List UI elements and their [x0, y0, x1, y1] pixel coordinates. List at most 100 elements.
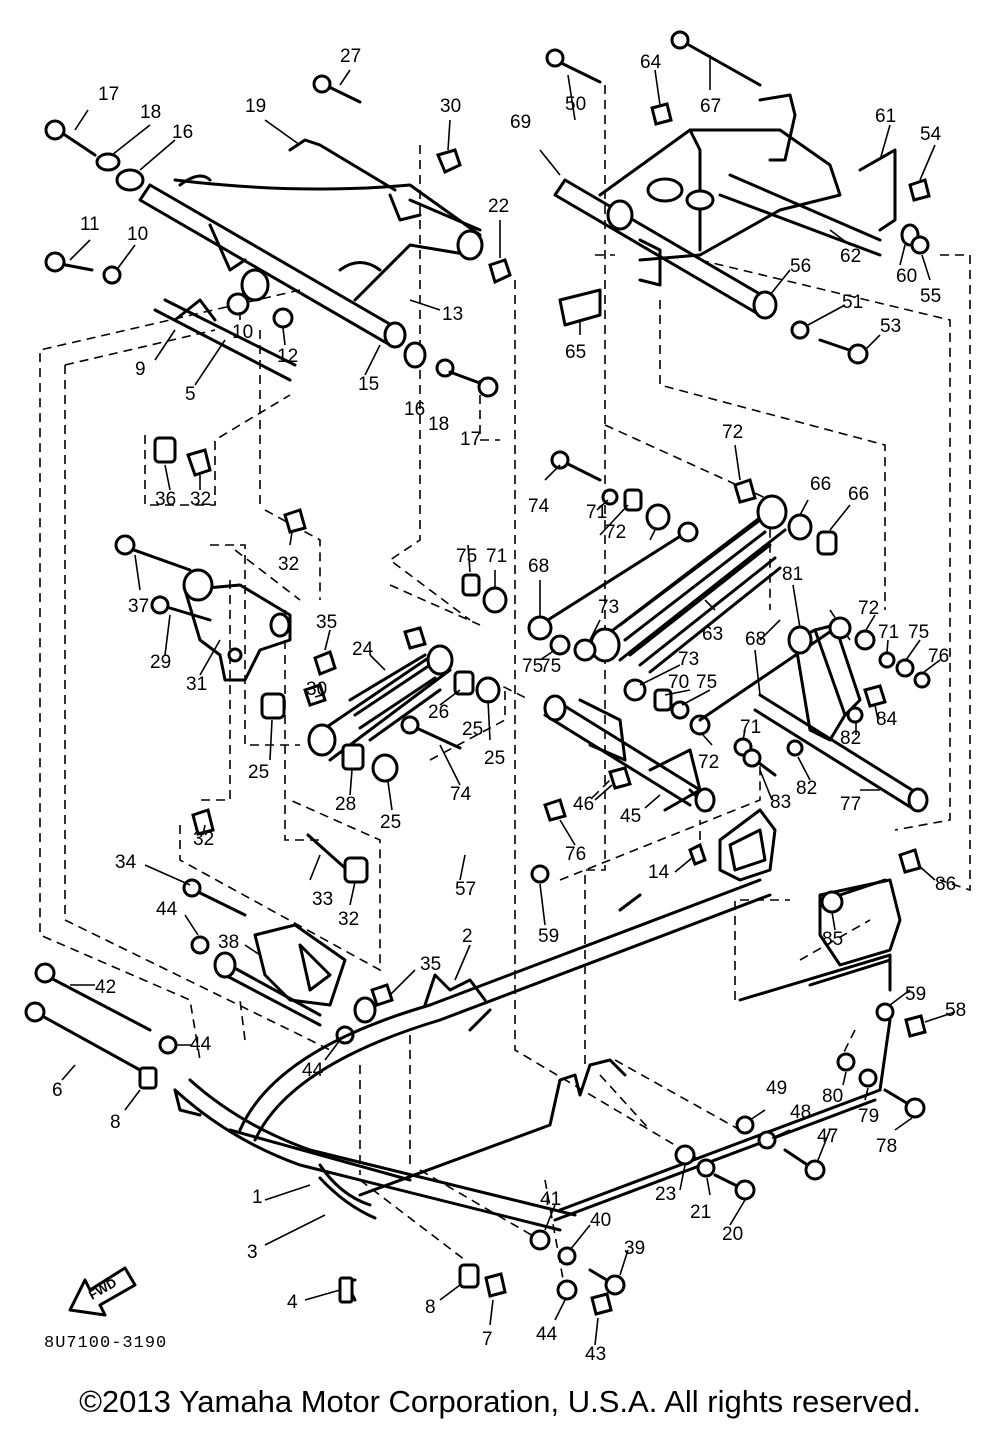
callout-28: 28 [335, 794, 356, 815]
copyright-notice: ©2013 Yamaha Motor Corporation, U.S.A. A… [79, 1384, 921, 1419]
callout-19: 19 [245, 96, 266, 117]
rear-arm-38 [182, 833, 394, 1045]
callout-36: 36 [155, 489, 176, 510]
callout-75: 75 [908, 622, 929, 643]
callout-34: 34 [115, 852, 137, 873]
callout-2: 2 [462, 926, 473, 947]
callout-26: 26 [428, 702, 449, 723]
callout-77: 77 [840, 794, 861, 815]
callout-17: 17 [460, 429, 481, 450]
callout-39: 39 [624, 1238, 645, 1259]
callout-71: 71 [586, 502, 607, 523]
callout-30: 30 [306, 679, 327, 700]
callout-25: 25 [248, 762, 269, 783]
callout-75: 75 [522, 656, 543, 677]
callout-74: 74 [528, 496, 550, 517]
callout-22: 22 [488, 196, 509, 217]
callout-56: 56 [790, 256, 811, 277]
callout-leaders [61, 55, 956, 1346]
callout-24: 24 [352, 639, 374, 660]
callout-42: 42 [95, 977, 116, 998]
callout-83: 83 [770, 792, 791, 813]
front-hardware [44, 74, 512, 534]
callout-29: 29 [150, 652, 171, 673]
diagram-code: 8U7100-3190 [44, 1334, 168, 1353]
callout-72: 72 [722, 422, 743, 443]
callout-86: 86 [935, 874, 956, 895]
callout-32: 32 [278, 554, 299, 575]
rear-lower-hardware [458, 864, 927, 1316]
callout-8: 8 [425, 1297, 436, 1318]
callout-43: 43 [585, 1344, 606, 1365]
callout-76: 76 [565, 844, 586, 865]
callout-21: 21 [690, 1202, 711, 1223]
callout-4: 4 [287, 1292, 298, 1313]
callout-12: 12 [277, 346, 298, 367]
callout-41: 41 [540, 1189, 561, 1210]
callout-49: 49 [766, 1078, 787, 1099]
callout-61: 61 [875, 106, 896, 127]
callout-17: 17 [98, 84, 119, 105]
callout-25: 25 [462, 719, 483, 740]
callout-71: 71 [740, 717, 761, 738]
callout-8: 8 [110, 1112, 121, 1133]
callout-75: 75 [456, 546, 477, 567]
callout-7: 7 [482, 1329, 493, 1350]
callout-51: 51 [842, 292, 863, 313]
callout-54: 54 [920, 124, 942, 145]
callout-5: 5 [185, 384, 196, 405]
callout-71: 71 [878, 622, 899, 643]
callout-67: 67 [700, 96, 721, 117]
callout-14: 14 [648, 862, 670, 883]
callout-18: 18 [428, 414, 449, 435]
callout-40: 40 [590, 1210, 611, 1231]
callout-6: 6 [52, 1080, 63, 1101]
callout-70: 70 [668, 672, 689, 693]
callout-53: 53 [880, 316, 901, 337]
front-pivot-arm [138, 138, 484, 349]
callout-72: 72 [858, 598, 879, 619]
callout-35: 35 [316, 612, 337, 633]
slide-rail-left [173, 878, 892, 1304]
callout-32: 32 [190, 489, 211, 510]
callout-75: 75 [696, 672, 717, 693]
callout-62: 62 [840, 246, 861, 267]
callout-16: 16 [404, 399, 425, 420]
callout-74: 74 [450, 784, 472, 805]
callout-82: 82 [796, 778, 817, 799]
callout-72: 72 [698, 752, 719, 773]
callout-9: 9 [135, 359, 146, 380]
callout-76: 76 [928, 646, 949, 667]
callout-44: 44 [302, 1060, 324, 1081]
callout-27: 27 [340, 46, 361, 67]
callout-16: 16 [172, 122, 193, 143]
callout-10: 10 [127, 224, 148, 245]
callout-25: 25 [380, 812, 401, 833]
callout-45: 45 [620, 806, 641, 827]
callout-68: 68 [745, 629, 766, 650]
callout-69: 69 [510, 112, 531, 133]
callout-10: 10 [232, 322, 253, 343]
callout-25: 25 [484, 748, 505, 769]
callout-60: 60 [896, 266, 917, 287]
callout-66: 66 [810, 474, 831, 495]
callout-47: 47 [817, 1126, 838, 1147]
callout-44: 44 [156, 899, 178, 920]
callout-79: 79 [858, 1106, 879, 1127]
callout-85: 85 [822, 929, 843, 950]
callout-35: 35 [420, 954, 441, 975]
callout-32: 32 [193, 829, 214, 850]
callout-37: 37 [128, 596, 149, 617]
callout-18: 18 [140, 102, 161, 123]
rear-pivot-arm [545, 30, 931, 365]
callout-38: 38 [218, 932, 239, 953]
front-shock-24 [307, 626, 501, 783]
callout-30: 30 [440, 96, 461, 117]
center-arm-45 [543, 694, 716, 822]
callout-59: 59 [538, 926, 559, 947]
callout-23: 23 [655, 1184, 676, 1205]
callout-15: 15 [358, 374, 379, 395]
callout-71: 71 [486, 546, 507, 567]
callout-65: 65 [565, 342, 586, 363]
callout-58: 58 [945, 1000, 966, 1021]
